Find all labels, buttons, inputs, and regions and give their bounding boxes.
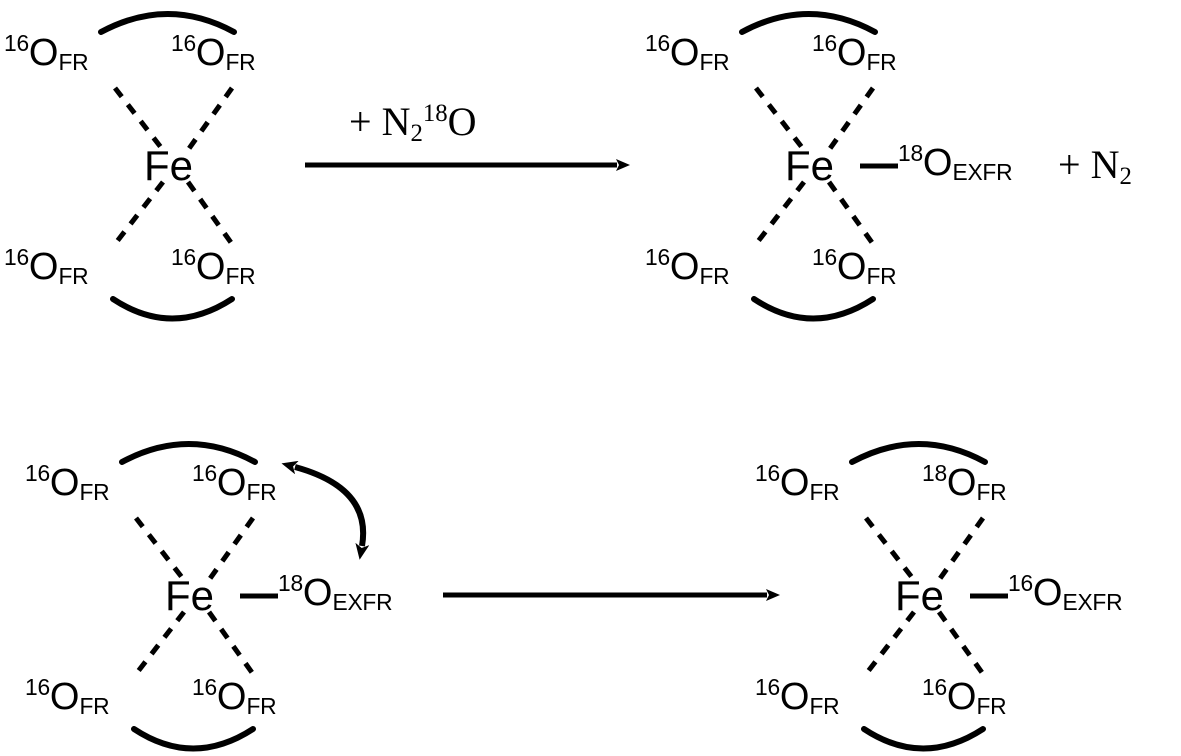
dative-bond-top-right xyxy=(206,516,256,582)
ligand-label-bottom-left: 16OFR xyxy=(4,243,89,289)
ligand-label-top-right: 18OFR xyxy=(922,459,1007,505)
chelate-arc-bottom xyxy=(751,296,876,322)
ligand-label-top-left: 16OFR xyxy=(645,29,730,75)
dative-bond-bottom-right xyxy=(185,180,235,246)
ligand-label-bottom-right: 16OFR xyxy=(171,243,256,289)
ligand-label-top-right: 16OFR xyxy=(171,29,256,75)
ligand-label-top-left: 16OFR xyxy=(755,459,840,505)
dative-bond-bottom-right xyxy=(206,610,256,676)
ligand-label-bottom-right: 16OFR xyxy=(192,673,277,719)
dative-bond-bottom-left xyxy=(113,180,165,246)
ligand-label-top-left: 16OFR xyxy=(4,29,89,75)
ligand-label-bottom-left: 16OFR xyxy=(25,673,110,719)
dative-bond-top-left xyxy=(864,516,916,582)
ligand-label-bottom-right: 16OFR xyxy=(812,243,897,289)
chelate-arc-top xyxy=(119,441,258,465)
dative-bond-top-left xyxy=(754,86,806,152)
structure-bottom-left xyxy=(119,441,370,752)
bonded-oxygen-label: 16OEXFR xyxy=(1008,569,1123,615)
dative-bond-bottom-left xyxy=(864,610,916,676)
structure-top-left xyxy=(98,11,237,322)
dative-bond-bottom-right xyxy=(826,180,876,246)
chelate-arc-top xyxy=(98,11,237,35)
dative-bond-top-right xyxy=(185,86,235,152)
dative-bond-bottom-left xyxy=(754,180,806,246)
ligand-label-bottom-left: 16OFR xyxy=(645,243,730,289)
chelate-arc-bottom xyxy=(110,296,235,322)
dative-bond-top-left xyxy=(134,516,186,582)
dative-bond-top-left xyxy=(113,86,165,152)
ligand-label-top-right: 16OFR xyxy=(812,29,897,75)
structure-top-right xyxy=(739,11,898,322)
ligand-label-top-right: 16OFR xyxy=(192,459,277,505)
chelate-arc-bottom xyxy=(131,726,256,752)
metal-center-label: Fe xyxy=(144,142,194,189)
ligand-label-bottom-left: 16OFR xyxy=(755,673,840,719)
chelate-arc-bottom xyxy=(861,726,986,752)
reagent-label-n2o18: + N218O xyxy=(349,99,477,148)
dative-bond-top-right xyxy=(826,86,876,152)
dative-bond-bottom-left xyxy=(134,610,186,676)
ligand-label-top-left: 16OFR xyxy=(25,459,110,505)
metal-center-label: Fe xyxy=(785,142,835,189)
structure-bottom-right xyxy=(849,441,1008,752)
metal-center-label: Fe xyxy=(165,572,215,619)
dative-bond-bottom-right xyxy=(936,610,986,676)
metal-center-label: Fe xyxy=(895,572,945,619)
oxygen-exchange-arrow xyxy=(281,460,370,560)
ligand-label-bottom-right: 16OFR xyxy=(922,673,1007,719)
coproduct-label-n2: + N2 xyxy=(1058,142,1132,191)
bonded-oxygen-label: 18OEXFR xyxy=(278,569,393,615)
chelate-arc-top xyxy=(849,441,988,465)
chelate-arc-top xyxy=(739,11,878,35)
dative-bond-top-right xyxy=(936,516,986,582)
bonded-oxygen-label: 18OEXFR xyxy=(898,139,1013,185)
